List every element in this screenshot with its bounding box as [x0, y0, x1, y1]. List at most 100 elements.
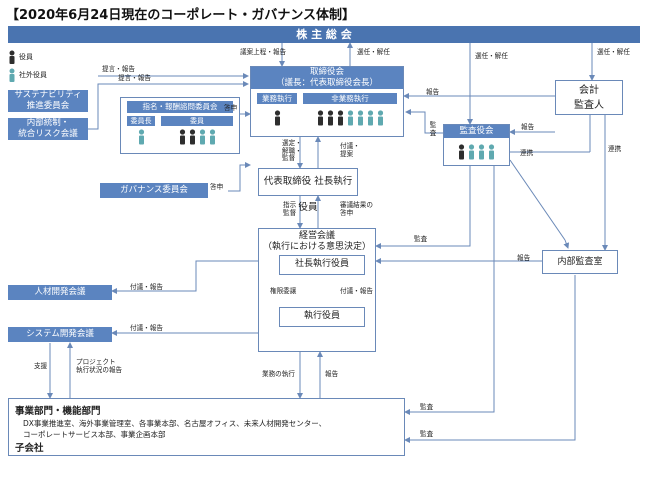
officer-icon — [458, 144, 465, 160]
nomination-members: 委員 — [161, 116, 233, 145]
board-title: 取締役会 （議長：代表取締役会長） — [251, 67, 403, 89]
nomination-title: 指名・報酬諮問委員会 — [127, 101, 233, 113]
internal-control-line2: 統合リスク会議 — [18, 129, 78, 139]
board-executive: 業務執行 — [257, 93, 297, 126]
accounting-auditor: 会計 監査人 — [555, 80, 623, 115]
external-officer-icon — [209, 129, 215, 145]
board-of-directors: 取締役会 （議長：代表取締役会長） 業務執行 非業務執行 — [250, 66, 404, 137]
audit-board-title: 監査役会 — [444, 125, 509, 138]
external-officer-icon — [478, 144, 485, 160]
board-executive-label: 業務執行 — [257, 93, 297, 104]
external-officer-icon — [357, 110, 363, 126]
label-project-line1: プロジェクト — [76, 358, 116, 366]
label-deliberation-line1: 審議結果の — [340, 201, 373, 209]
governance-committee: ガバナンス委員会 — [100, 183, 208, 198]
audit-board-people — [444, 144, 509, 160]
external-officer-icon — [9, 68, 15, 82]
management-meeting: 経営会議 （執行における意思決定） 社長執行役員 執行役員 — [258, 228, 376, 352]
hr-development-meeting: 人材開発会議 — [8, 285, 112, 300]
external-officer-icon — [377, 110, 383, 126]
label-report-accounting: 報告 — [426, 88, 440, 96]
board-non-executive-label: 非業務執行 — [303, 93, 397, 104]
internal-audit-office: 内部監査室 — [542, 250, 618, 274]
officer-icon — [189, 129, 195, 145]
label-project-report: プロジェクト 執行状況の報告 — [76, 358, 122, 374]
divisions-line1: DX事業推進室、海外事業管理室、各事業本部、名古屋オフィス、未来人材開発センター… — [23, 419, 327, 428]
label-support: 支援 — [34, 362, 48, 370]
divisions-line2: コーポレートサービス本部、事業企画本部 — [23, 430, 166, 439]
officer-icon — [179, 129, 185, 145]
external-officer-icon — [138, 129, 144, 145]
label-instruct-supervise: 指示・ 監督 — [283, 201, 303, 217]
sustainability-line2: 推進委員会 — [26, 101, 70, 111]
label-submit-line2: 提案 — [340, 149, 354, 158]
officer-icon — [9, 50, 15, 64]
external-officer-icon — [199, 129, 205, 145]
label-select-line2: 解職・ — [282, 146, 302, 155]
external-officer-icon — [367, 110, 373, 126]
executive-officer-box: 執行役員 — [279, 307, 365, 327]
label-audit-divisions-2: 監査 — [420, 430, 434, 438]
board-title-line1: 取締役会 — [309, 67, 344, 77]
nomination-committee: 指名・報酬諮問委員会 委員長 委員 — [120, 97, 240, 154]
external-officer-icon — [347, 110, 353, 126]
label-elect-dismiss-accounting: 選任・解任 — [597, 48, 630, 56]
label-cooperate-audit: 連携 — [520, 149, 534, 157]
external-officer-icon — [488, 144, 495, 160]
label-consult-governance: 答申 — [210, 183, 224, 191]
divisions-title: 事業部門・機能部門 — [15, 406, 101, 417]
nomination-chair-label: 委員長 — [127, 116, 155, 126]
accounting-auditor-line1: 会計 — [579, 85, 599, 96]
officer-icon — [327, 110, 333, 126]
management-title-line1: 経営会議 — [298, 231, 335, 241]
label-business-exec: 業務の執行 — [262, 370, 295, 378]
label-project-line2: 執行状況の報告 — [76, 366, 123, 374]
label-instruct-line1: 指示・ — [283, 201, 303, 209]
label-elect-dismiss-audit: 選任・解任 — [475, 52, 508, 60]
label-submit-report-1: 提言・報告 — [102, 65, 135, 73]
audit-board: 監査役会 — [443, 124, 510, 166]
nomination-member-people — [161, 129, 233, 145]
board-executive-people — [257, 110, 297, 126]
label-report-internal: 報告 — [517, 254, 531, 262]
legend-external-label: 社外役員 — [19, 71, 47, 79]
external-officer-icon — [468, 144, 475, 160]
management-title: 経営会議 （執行における意思決定） — [259, 231, 375, 253]
board-title-line2: （議長：代表取締役会長） — [275, 78, 378, 88]
accounting-auditor-line2: 監査人 — [574, 100, 604, 111]
sustainability-committee: サステナビリティ 推進委員会 — [8, 90, 88, 112]
label-consult-nomination: 答申 — [224, 104, 238, 112]
label-submit-report-2: 提言・報告 — [118, 74, 151, 82]
sustainability-line1: サステナビリティ — [14, 90, 82, 100]
officer-icon — [337, 110, 343, 126]
nomination-member-label: 委員 — [161, 116, 233, 126]
label-audit-management: 監査 — [414, 235, 428, 243]
internal-control-meeting: 内部統制・ 統合リスク会議 — [8, 118, 88, 140]
legend-officer-label: 役員 — [19, 53, 33, 61]
shareholders-meeting: 株 主 総 会 — [8, 26, 640, 43]
label-cooperate-accounting: 連携 — [608, 145, 622, 153]
label-deliberation: 審議結果の 答申 — [340, 201, 373, 217]
legend: 役員 社外役員 — [8, 50, 47, 82]
internal-control-line1: 内部統制・ — [26, 118, 70, 128]
label-submit-line1: 付議・ — [340, 142, 360, 150]
label-submit-report-3: 付議・報告 — [340, 287, 373, 295]
nomination-chair: 委員長 — [127, 116, 155, 145]
legend-officer: 役員 — [8, 50, 47, 64]
page-title: 【2020年6月24日現在のコーポレート・ガバナンス体制】 — [6, 8, 356, 23]
label-submit-report-hr: 付議・報告 — [130, 283, 163, 291]
management-title-line2: （執行における意思決定） — [262, 242, 371, 252]
board-non-executive-people — [303, 110, 397, 126]
label-report-audit: 報告 — [521, 123, 535, 131]
label-authority: 権限委譲 — [270, 287, 297, 295]
label-select-line1: 選定・ — [282, 139, 302, 147]
subsidiaries: 子会社 — [15, 443, 44, 454]
label-select-line3: 監督 — [282, 154, 296, 162]
ceo-box: 代表取締役 社長執行役員 — [258, 168, 358, 213]
officer-icon — [274, 110, 280, 126]
system-development-meeting: システム開発会議 — [8, 327, 112, 342]
label-instruct-line2: 監督 — [283, 209, 297, 217]
board-non-executive: 非業務執行 — [303, 93, 397, 126]
president-box: 社長執行役員 — [279, 255, 365, 275]
